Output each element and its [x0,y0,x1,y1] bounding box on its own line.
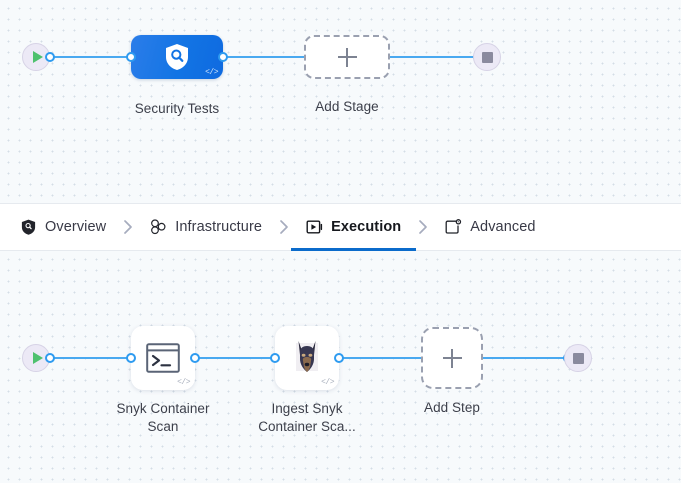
run-play-box-icon [306,219,323,236]
step2-output-port[interactable] [334,353,344,363]
step-node-ingest-snyk-container-scan[interactable]: </> [275,326,339,390]
step-label-line2: Scan [147,419,179,434]
connector-addstep-to-end [483,357,567,359]
step-label-line1: Ingest Snyk [271,401,343,416]
connector-addstage-to-end [383,56,479,58]
settings-box-icon [445,219,462,236]
nodes-cluster-icon [150,219,167,236]
stages-end-node[interactable] [473,43,501,71]
add-step-label: Add Step [424,400,480,415]
chevron-right-icon [405,204,441,251]
step-label-ingest-snyk: Ingest Snyk Container Sca... [241,400,373,436]
tab-overview[interactable]: Overview [16,204,110,251]
stages-canvas[interactable]: </> Security Tests Add Stage [0,0,681,203]
steps-end-node[interactable] [564,344,592,372]
connector-step1-to-step2 [196,357,279,359]
stages-start-port[interactable] [45,52,55,62]
steps-start-port[interactable] [45,353,55,363]
tab-advanced[interactable]: Advanced [441,204,539,251]
tab-infrastructure[interactable]: Infrastructure [146,204,266,251]
step-code-badge: </> [177,378,190,387]
stage-input-port[interactable] [126,52,136,62]
plus-icon [337,47,357,67]
step-label-line1: Snyk Container [116,401,210,416]
stop-icon [572,352,584,364]
tab-advanced-label: Advanced [470,219,536,235]
shield-icon [20,219,37,236]
connector-stage-to-addstage [217,56,309,58]
step-label-line2: Container Sca... [258,419,356,434]
stage-output-port[interactable] [218,52,228,62]
play-icon [32,352,43,364]
add-stage-label: Add Stage [315,99,379,114]
stage-node-security-tests[interactable]: </> [131,35,223,79]
play-icon [32,51,43,63]
terminal-icon [146,343,180,373]
stop-icon [481,51,493,63]
stage-label-security-tests: Security Tests [134,101,220,116]
step-code-badge: </> [321,378,334,387]
pipeline-tabbar: Overview Infrastructure [0,203,681,251]
tab-infrastructure-label: Infrastructure [175,219,263,235]
snyk-doberman-icon [296,341,318,372]
tab-execution[interactable]: Execution [291,204,417,251]
stages-start-node[interactable] [22,43,50,71]
tab-overview-label: Overview [45,219,107,235]
chevron-right-icon [266,204,302,251]
shield-search-icon [166,44,188,70]
step2-input-port[interactable] [270,353,280,363]
tab-execution-label: Execution [331,219,402,235]
connector-step2-to-addstep [340,357,422,359]
stage-code-badge: </> [205,68,218,77]
step1-output-port[interactable] [190,353,200,363]
chevron-right-icon [110,204,146,251]
add-stage-button[interactable] [304,35,390,79]
add-step-button[interactable] [421,327,483,389]
step-node-snyk-container-scan[interactable]: </> [131,326,195,390]
connector-start-to-step1 [46,357,134,359]
connector-start-to-stage [46,56,142,58]
step-label-snyk-container-scan: Snyk Container Scan [97,400,229,436]
steps-canvas[interactable]: </> </> [0,251,681,483]
step1-input-port[interactable] [126,353,136,363]
plus-icon [442,348,462,368]
